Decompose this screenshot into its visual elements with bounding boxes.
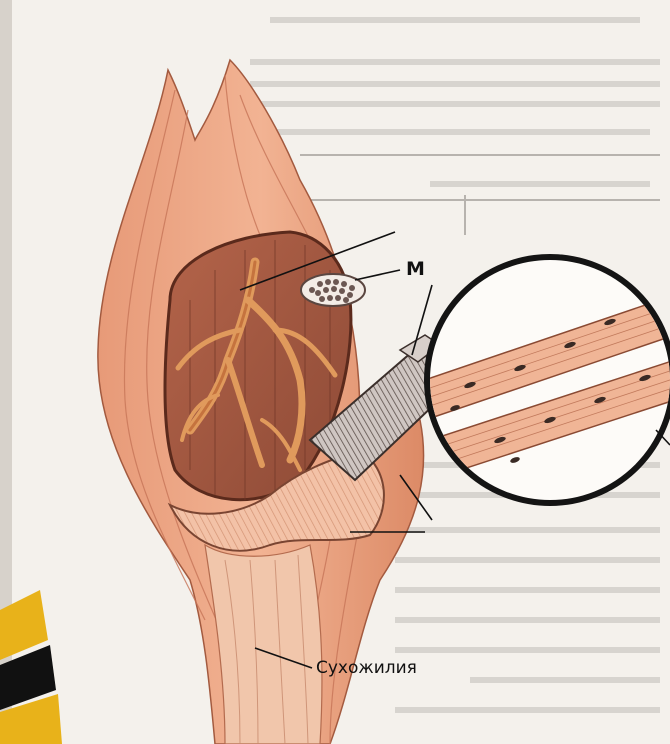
label-muscle-marker: М [406, 258, 425, 280]
background-table-frame [270, 155, 660, 235]
label-tendon: Сухожилия [316, 658, 417, 678]
fibre-bundle-oval [301, 274, 365, 306]
decorative-corner-stripes [0, 590, 62, 744]
